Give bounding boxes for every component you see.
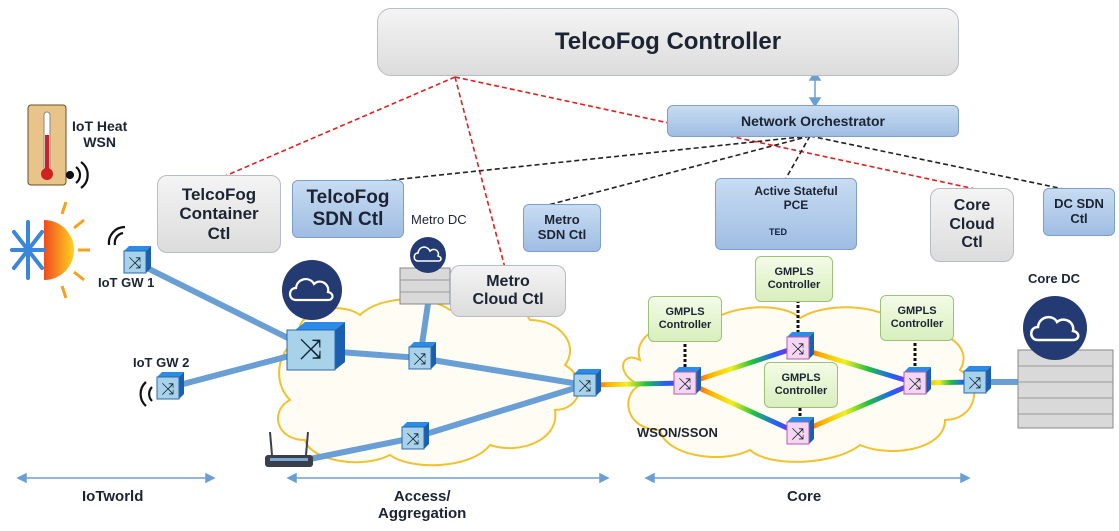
svg-text:⤨: ⤨ [792,426,805,443]
roadm-4: ⤨ [903,367,931,395]
region-iotworld: IoTworld [82,488,144,505]
svg-text:⤨: ⤨ [909,376,922,393]
control-black-lines [344,135,1079,206]
optical-link-2-4 [797,345,916,386]
svg-text:⤨: ⤨ [679,376,692,393]
region-arrows [16,472,971,484]
svg-text:⤨: ⤨ [579,378,592,395]
svg-text:⤨: ⤨ [414,351,427,368]
wifi-waves-icon [65,161,153,407]
dc-sdn-ctl-box[interactable]: DC SDN Ctl [1043,188,1115,236]
orchestrator-arrow [808,70,822,108]
link-access-edge [410,382,588,441]
thermometer-icon [27,104,67,186]
telcofog-container-ctl-box[interactable]: TelcoFog Container Ctl [157,175,281,253]
core-dc-icon [1017,296,1114,429]
gmpls-controller-2[interactable]: GMPLS Controller [755,256,833,302]
optical-link-edge-1 [587,380,686,388]
iot-heat-wsn-label: IoT Heat WSN [72,118,128,151]
aggregation-switch: ⤨ [286,322,345,371]
weather-icon [10,201,90,299]
aggregation-cloud-icon [282,260,342,320]
iot-gw1-switch: ⤨ [123,246,151,274]
optical-link-1-2 [687,345,796,386]
core-edge-switch: ⤨ [963,366,991,394]
metro-sdn-ctl-box[interactable]: Metro SDN Ctl [523,204,601,252]
link-router-access [292,435,416,465]
svg-text:⤨: ⤨ [300,333,322,364]
access-switch: ⤨ [401,422,429,450]
gmpls-controller-1[interactable]: GMPLS Controller [648,296,722,342]
metro-cloud-ctl-box[interactable]: Metro Cloud Ctl [450,265,566,317]
iot-gw2-label: IoT GW 2 [133,355,190,370]
iot-gw2-switch: ⤨ [156,372,184,400]
svg-text:⤨: ⤨ [129,255,142,272]
telcofog-controller-box[interactable]: TelcoFog Controller [377,8,959,76]
network-orchestrator-box[interactable]: Network Orchestrator [667,105,959,137]
metro-dc-icon [399,237,451,305]
roadm-2: ⤨ [786,332,814,360]
roadm-3: ⤨ [786,417,814,445]
svg-text:⤨: ⤨ [792,341,805,358]
ted-label: TED [769,227,787,237]
metro-switch: ⤨ [408,342,436,370]
edge-switch: ⤨ [573,369,601,397]
metro-dc-label: Metro DC [411,212,467,227]
active-pce-box[interactable]: Active Stateful PCE [715,178,857,250]
home-router-icon [265,431,313,467]
svg-text:⤨: ⤨ [162,381,175,398]
region-access-aggregation: Access/ Aggregation [378,488,467,523]
link-gw1-agg [132,259,315,353]
svg-text:⤨: ⤨ [969,375,982,392]
gmpls-controller-3[interactable]: GMPLS Controller [880,295,954,341]
optical-link-3-4 [797,380,916,436]
region-core: Core [787,488,822,505]
optical-link-1-3 [686,380,800,436]
link-metro-edge [417,355,588,388]
iot-gw1-label: IoT GW 1 [98,275,155,290]
roadm-1: ⤨ [673,367,701,395]
core-dc-label: Core DC [1028,271,1081,286]
svg-text:⤨: ⤨ [407,431,420,448]
core-cloud-ctl-box[interactable]: Core Cloud Ctl [930,188,1014,262]
gmpls-controller-4[interactable]: GMPLS Controller [764,362,838,408]
optical-links [587,345,976,436]
switches: ⤨ ⤨ ⤨ ⤨ ⤨ ⤨ ⤨ ⤨ ⤨ ⤨ [123,246,991,450]
telcofog-sdn-ctl-box[interactable]: TelcoFog SDN Ctl [292,180,404,238]
wson-sson-label: WSON/SSON [637,425,718,440]
